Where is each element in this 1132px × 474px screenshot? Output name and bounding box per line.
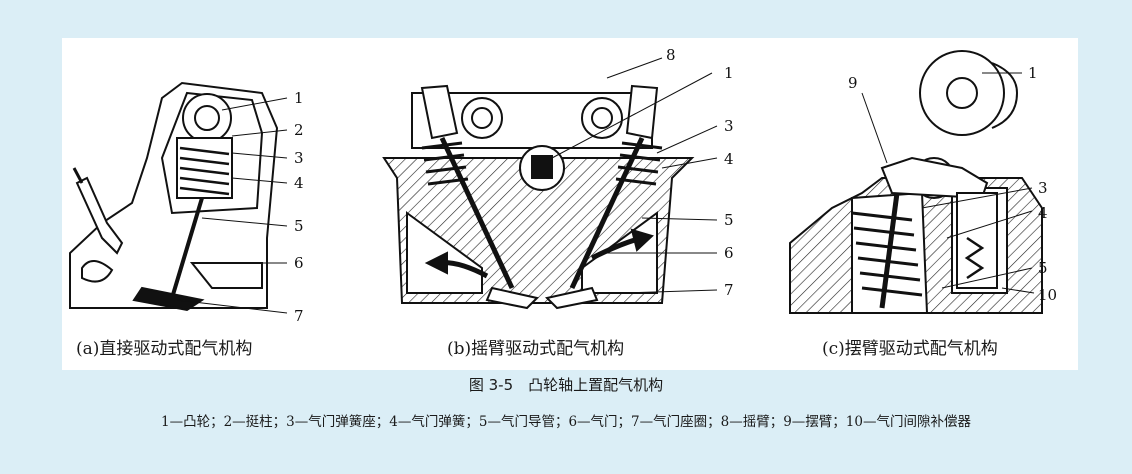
label-a-2: 2 bbox=[294, 121, 304, 139]
figure-legend: 1—凸轮；2—挺柱；3—气门弹簧座；4—气门弹簧；5—气门导管；6—气门；7—气… bbox=[161, 414, 971, 430]
label-b-4: 4 bbox=[724, 150, 734, 168]
figure-panel: 1 2 3 4 5 6 7 bbox=[62, 38, 1078, 370]
label-b-7: 7 bbox=[724, 281, 734, 299]
labels-b: 8 1 3 4 5 6 7 bbox=[666, 46, 734, 299]
label-b-1: 1 bbox=[724, 64, 734, 82]
caption-a: (a)直接驱动式配气机构 bbox=[76, 339, 253, 359]
camshaft-icon bbox=[182, 93, 232, 143]
label-c-3: 3 bbox=[1038, 179, 1048, 197]
camshaft-icon bbox=[919, 50, 1005, 136]
label-a-6: 6 bbox=[294, 254, 304, 272]
label-b-8: 8 bbox=[666, 46, 676, 64]
spring-icon bbox=[421, 141, 469, 186]
label-a-1: 1 bbox=[294, 89, 304, 107]
label-a-3: 3 bbox=[294, 149, 304, 167]
drawing-c bbox=[789, 50, 1043, 314]
label-a-7: 7 bbox=[294, 307, 304, 325]
label-c-9: 9 bbox=[848, 74, 858, 92]
label-c-4: 4 bbox=[1038, 204, 1048, 222]
rocker-arm-icon bbox=[420, 84, 459, 140]
finger-follower-icon bbox=[880, 156, 989, 200]
lash-adjuster-icon bbox=[956, 192, 998, 289]
label-c-5: 5 bbox=[1038, 259, 1048, 277]
drawing-a bbox=[69, 81, 288, 314]
mechanism-drawings: 1 2 3 4 5 6 7 bbox=[69, 46, 1057, 325]
caption-c: (c)摆臂驱动式配气机构 bbox=[822, 339, 998, 359]
label-b-6: 6 bbox=[724, 244, 734, 262]
label-b-3: 3 bbox=[724, 117, 734, 135]
camshaft-icon bbox=[461, 97, 503, 139]
label-a-5: 5 bbox=[294, 217, 304, 235]
figure-title: 图 3-5 凸轮轴上置配气机构 bbox=[468, 376, 664, 394]
label-b-5: 5 bbox=[724, 211, 734, 229]
caption-b: (b)摇臂驱动式配气机构 bbox=[447, 339, 625, 359]
spring-icon bbox=[851, 211, 923, 297]
labels-a: 1 2 3 4 5 6 7 bbox=[294, 89, 304, 325]
spark-plug-icon bbox=[75, 176, 124, 255]
label-a-4: 4 bbox=[294, 174, 304, 192]
label-c-1: 1 bbox=[1028, 64, 1038, 82]
spring-icon bbox=[179, 146, 230, 196]
label-c-10: 10 bbox=[1038, 286, 1057, 304]
labels-c: 9 1 3 4 5 10 bbox=[848, 64, 1057, 304]
drawing-b bbox=[382, 57, 718, 310]
